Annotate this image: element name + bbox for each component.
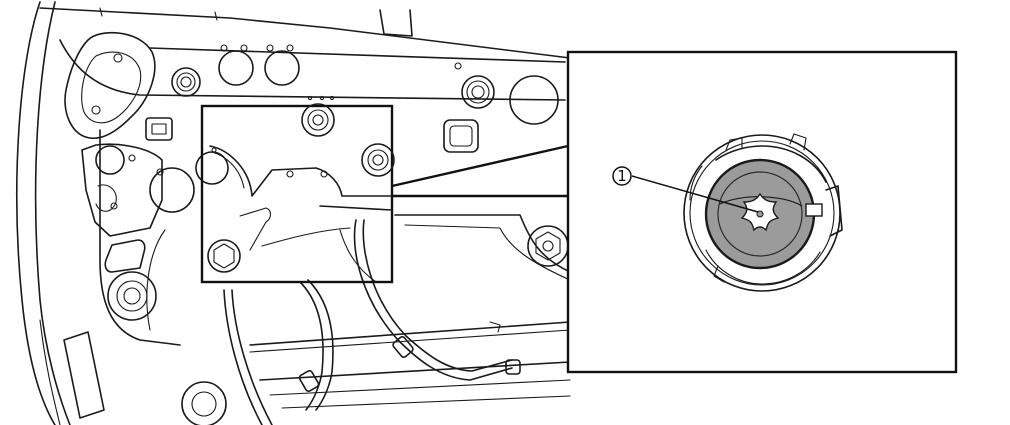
cable-a <box>223 289 263 425</box>
detail-region-box <box>200 95 395 284</box>
lower-left-grommet <box>107 271 157 321</box>
square-clip <box>443 119 479 153</box>
target-fastener-location <box>361 143 395 177</box>
door-assembly <box>16 1 571 425</box>
callout-leader-1 <box>631 175 759 213</box>
cable-c <box>353 219 513 381</box>
inset-frame <box>200 104 394 284</box>
callout-marker-1 <box>612 166 632 186</box>
lower-rail <box>249 321 571 346</box>
zoom-leader-lines <box>391 144 569 198</box>
top-latch <box>379 9 413 37</box>
mount-bracket-upper <box>64 31 156 140</box>
zoom-frame <box>566 50 958 374</box>
callout-number-1: 1 <box>617 167 627 185</box>
panel-holes <box>171 44 559 125</box>
door-outer-edge <box>16 1 56 425</box>
zoom-detail: 1 <box>566 50 958 374</box>
cable-b <box>299 281 324 411</box>
door-inner-edge <box>34 1 71 425</box>
top-rail <box>39 7 571 59</box>
mount-bracket-lower <box>81 143 163 237</box>
